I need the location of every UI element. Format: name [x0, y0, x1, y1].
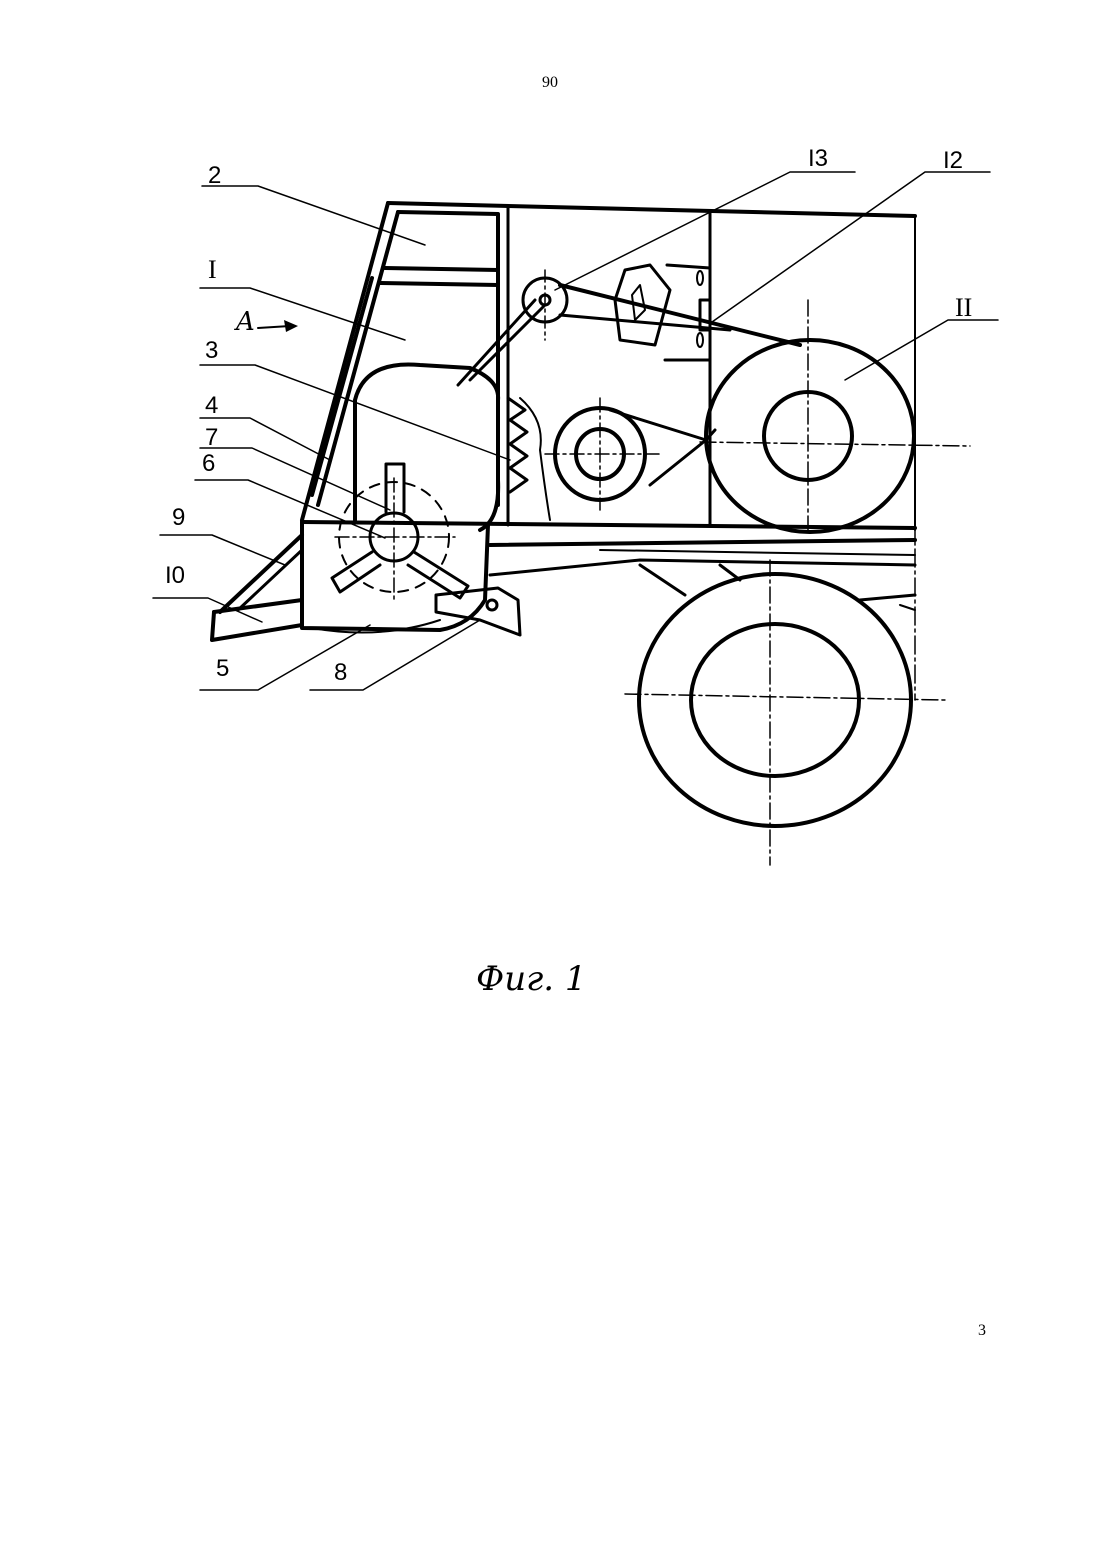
wheel [625, 560, 945, 865]
callout-label-2: 2 [208, 162, 221, 189]
direction-arrow: A [234, 307, 298, 337]
figure-caption: Фиг. 1 [476, 959, 587, 999]
callout-label-9: 9 [172, 504, 185, 531]
drive-pulley [545, 398, 706, 510]
callout-label-3: 3 [205, 337, 218, 364]
callout-label-6: 6 [202, 450, 215, 477]
large-drum [700, 300, 970, 535]
callout-label-I: I [208, 255, 217, 284]
callout-label-8: 8 [334, 659, 347, 686]
callout-label-4: 4 [205, 392, 218, 419]
front-scoop [212, 535, 302, 640]
tensioner-brackets [615, 265, 710, 360]
rotor [332, 464, 468, 600]
callout-label-5: 5 [216, 655, 229, 682]
callout-label-II: II [955, 293, 972, 322]
callout-label-I2: I2 [943, 147, 963, 174]
page-footer-number: 3 [978, 1322, 986, 1340]
callout-label-I3: I3 [808, 145, 828, 172]
callout-label-I0: I0 [165, 562, 185, 589]
frame-outline [302, 203, 915, 575]
callout-label-7: 7 [205, 424, 218, 451]
toothed-slide [508, 398, 550, 520]
direction-label: A [234, 307, 255, 337]
